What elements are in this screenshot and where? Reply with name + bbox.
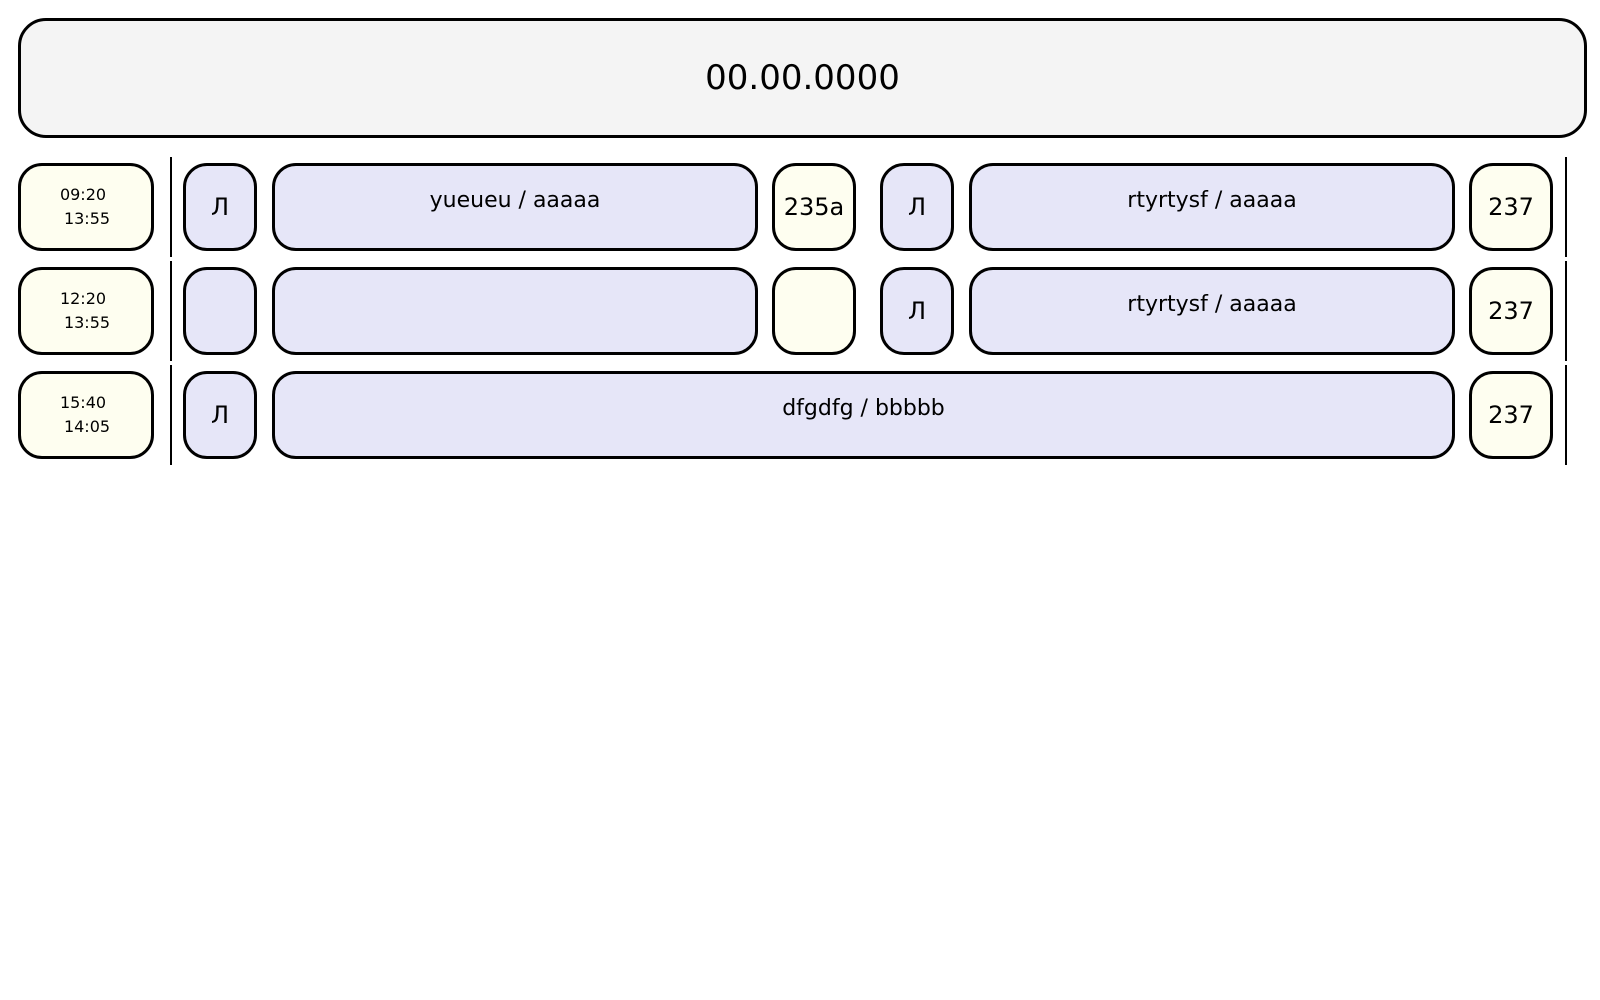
- row-divider-left: [170, 157, 172, 257]
- room-cell[interactable]: 237: [1469, 163, 1553, 251]
- time-box: 12:20 13:55: [18, 267, 154, 355]
- room-cell[interactable]: 237: [1469, 371, 1553, 459]
- row-divider-left: [170, 365, 172, 465]
- lesson-type-label: Л: [210, 401, 230, 429]
- time-end: 14:05: [63, 417, 111, 436]
- time-box: 15:40 14:05: [18, 371, 154, 459]
- subject-cell[interactable]: rtyrtysf / aaaaa: [969, 163, 1455, 251]
- subject-label: rtyrtysf / aaaaa: [1127, 188, 1297, 213]
- time-start: 12:20: [59, 289, 107, 308]
- lesson-type-badge[interactable]: Л: [183, 371, 257, 459]
- room-label: 237: [1488, 297, 1534, 325]
- room-cell[interactable]: 235а: [772, 163, 856, 251]
- subject-label: rtyrtysf / aaaaa: [1127, 292, 1297, 317]
- subject-cell-wide[interactable]: dfgdfg / bbbbb: [272, 371, 1455, 459]
- row-divider-right: [1565, 365, 1567, 465]
- room-cell[interactable]: 237: [1469, 267, 1553, 355]
- room-label: 235а: [783, 193, 845, 221]
- room-cell[interactable]: [772, 267, 856, 355]
- lesson-type-badge[interactable]: Л: [183, 163, 257, 251]
- subject-label: yueueu / aaaaa: [429, 188, 601, 213]
- subject-cell[interactable]: rtyrtysf / aaaaa: [969, 267, 1455, 355]
- time-end: 13:55: [63, 209, 111, 228]
- lesson-type-badge[interactable]: [183, 267, 257, 355]
- schedule-row-2: 12:20 13:55 Л rtyrtysf / aaaaa 237: [0, 261, 1600, 367]
- date-text: 00.00.0000: [705, 58, 900, 98]
- row-divider-right: [1565, 261, 1567, 361]
- lesson-type-label: Л: [907, 297, 927, 325]
- date-header: 00.00.0000: [18, 18, 1587, 138]
- time-start: 09:20: [59, 185, 107, 204]
- lesson-type-label: Л: [907, 193, 927, 221]
- subject-label: dfgdfg / bbbbb: [782, 396, 945, 421]
- row-divider-right: [1565, 157, 1567, 257]
- time-box: 09:20 13:55: [18, 163, 154, 251]
- time-end: 13:55: [63, 313, 111, 332]
- schedule-row-1: 09:20 13:55 Л yueueu / aaaaa 235а Л rtyr…: [0, 157, 1600, 263]
- subject-cell[interactable]: [272, 267, 758, 355]
- lesson-type-label: Л: [210, 193, 230, 221]
- time-start: 15:40: [59, 393, 107, 412]
- lesson-type-badge[interactable]: Л: [880, 163, 954, 251]
- schedule-row-3: 15:40 14:05 Л dfgdfg / bbbbb 237: [0, 365, 1600, 471]
- room-label: 237: [1488, 401, 1534, 429]
- lesson-type-badge[interactable]: Л: [880, 267, 954, 355]
- subject-cell[interactable]: yueueu / aaaaa: [272, 163, 758, 251]
- room-label: 237: [1488, 193, 1534, 221]
- row-divider-left: [170, 261, 172, 361]
